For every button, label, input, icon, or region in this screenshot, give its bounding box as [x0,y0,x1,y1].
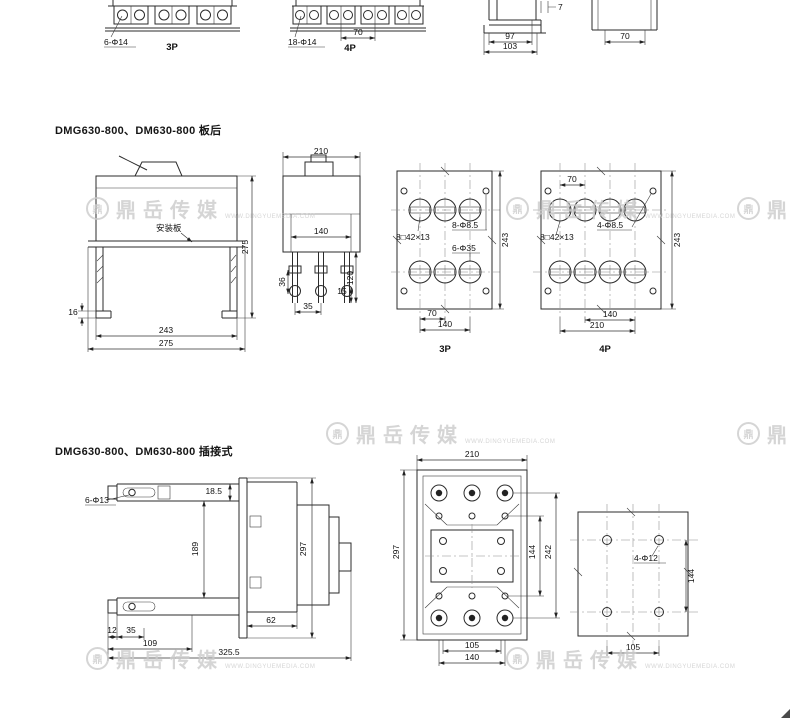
dim-label-big-holes-3p: 6-Φ35 [452,243,476,253]
dim-label-small-holes-4p: 4-Φ8.5 [597,220,623,230]
top-cutout-view: 70 [591,0,658,45]
dim-label-189: 189 [190,542,200,556]
rear-side-view: 210 140 36 120 15 35 [277,146,361,315]
dim-label-140-front: 140 [465,652,479,662]
dim-label-210-depth: 210 [314,146,328,156]
section-title-rear-mount: DMG630-800、DM630-800 板后 [55,125,222,137]
section-title-plugin: DMG630-800、DM630-800 插接式 [55,446,233,458]
watermark-subtext: WWW.DINGYUEMEDIA.COM [225,664,316,670]
pole-label-4p: 4P [599,344,611,355]
dim-label-97: 97 [505,31,515,41]
watermark-brand: 鼎岳传媒 [536,650,644,672]
dim-label-105-drill: 105 [626,642,640,652]
watermark-subtext: WWW.DINGYUEMEDIA.COM [645,214,736,220]
dim-label-slots-3p: 8□42×13 [396,232,430,242]
watermark-brand: 鼎岳传媒 [767,200,790,222]
watermark-logo-icon: 鼎 [326,422,349,445]
rear-holes-4p: 70 8□42×13 4-Φ8.5 243 140 210 4P [533,163,682,355]
dim-label-297-side: 297 [298,542,308,556]
top-side-view: 7 97 103 [483,0,563,55]
watermark: 鼎 鼎岳传媒 WWW.DINGYUEMEDIA.COM [506,194,735,223]
dim-label-35: 35 [303,301,313,311]
watermark-brand: 鼎岳传媒 [356,425,464,447]
dim-label-6phi13: 6-Φ13 [85,495,109,505]
watermark-logo-icon: 鼎 [737,422,760,445]
watermark-brand: 鼎岳传媒 [116,650,224,672]
dim-label-297-front: 297 [391,545,401,559]
dim-label-70-3p: 70 [427,308,437,318]
dim-label-slots-4p: 8□42×13 [540,232,574,242]
dim-label-18-5: 18.5 [205,486,222,496]
dim-label-15: 15 [337,286,347,296]
top-front-4p-view: 18-Φ14 70 4P [288,0,426,54]
dim-label-210-plug: 210 [465,449,479,459]
watermark-subtext: WWW.DINGYUEMEDIA.COM [225,214,316,220]
dim-label-70-top: 70 [353,27,363,37]
watermark-subtext: WWW.DINGYUEMEDIA.COM [465,439,556,445]
dim-label-243: 243 [159,325,173,335]
watermark-logo-icon: 鼎 [86,647,109,670]
dim-label-275-width: 275 [159,338,173,348]
plugin-side-view: 6-Φ13 18.5 189 297 62 12 [85,477,352,661]
dim-label-140-inner: 140 [314,226,328,236]
watermark: 鼎 鼎岳传媒 [737,419,790,448]
dim-label-120: 120 [345,271,355,285]
dim-label-18phi14: 18-Φ14 [288,37,317,47]
dim-label-7: 7 [558,2,563,12]
dim-label-6phi14: 6-Φ14 [104,37,128,47]
dim-label-36: 36 [277,277,287,287]
watermark: 鼎 鼎岳传媒 [737,194,790,223]
dim-label-12: 12 [107,625,117,635]
watermark: 鼎 鼎岳传媒 WWW.DINGYUEMEDIA.COM [86,644,315,673]
dim-label-275-height: 275 [240,240,250,254]
watermark-logo-icon: 鼎 [506,647,529,670]
dim-label-140-4p: 140 [603,309,617,319]
watermark: 鼎 鼎岳传媒 WWW.DINGYUEMEDIA.COM [326,419,555,448]
dim-label-140-3p: 140 [438,319,452,329]
watermark-subtext: WWW.DINGYUEMEDIA.COM [645,664,736,670]
pole-label-3p-top: 3P [166,42,178,53]
dim-label-144-front: 144 [527,545,537,559]
dim-label-210-4p: 210 [590,320,604,330]
dim-label-4phi12: 4-Φ12 [634,553,658,563]
dim-label-35-plug: 35 [126,625,136,635]
dim-label-325-5: 325.5 [218,647,240,657]
plugin-front-view: 210 297 144 242 [391,449,560,666]
dim-label-144-drill: 144 [686,569,696,583]
watermark-logo-icon: 鼎 [506,197,529,220]
dim-label-103: 103 [503,41,517,51]
pole-label-4p-top: 4P [344,43,356,54]
rear-holes-3p: 8□42×13 8-Φ8.5 6-Φ35 243 70 140 3P [391,163,510,355]
dim-label-62: 62 [266,615,276,625]
dim-label-243-4p: 243 [672,233,682,247]
plugin-drill-plan: 4-Φ12 144 105 [570,504,698,656]
page-corner-mark [781,709,790,718]
watermark: 鼎 鼎岳传媒 WWW.DINGYUEMEDIA.COM [86,194,315,223]
dim-label-small-holes-3p: 8-Φ8.5 [452,220,478,230]
watermark-brand: 鼎岳传媒 [116,200,224,222]
dim-label-109: 109 [143,638,157,648]
dim-label-105-front: 105 [465,640,479,650]
dim-label-16: 16 [68,307,78,317]
watermark-logo-icon: 鼎 [86,197,109,220]
dim-label-70-cutout: 70 [620,31,630,41]
watermark: 鼎 鼎岳传媒 WWW.DINGYUEMEDIA.COM [506,644,735,673]
label-mounting-plate: 安装板 [156,223,182,233]
watermark-brand: 鼎岳传媒 [767,425,790,447]
top-front-3p-view: 6-Φ14 3P [104,0,240,53]
watermark-brand: 鼎岳传媒 [536,200,644,222]
dim-label-70-4p: 70 [567,174,577,184]
pole-label-3p: 3P [439,344,451,355]
dim-label-242: 242 [543,545,553,559]
rear-front-view: 安装板 275 16 243 275 [68,155,256,352]
dim-label-243-3p: 243 [500,233,510,247]
watermark-logo-icon: 鼎 [737,197,760,220]
